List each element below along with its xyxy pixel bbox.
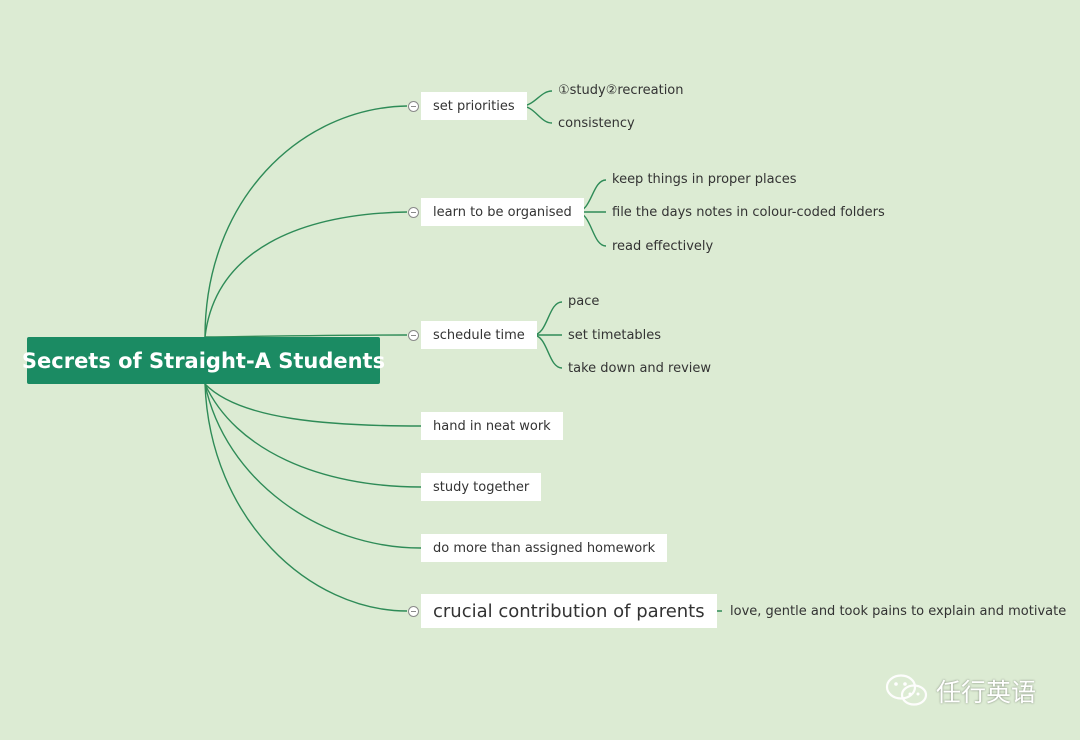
leaf-set-timetables[interactable]: set timetables <box>568 328 662 343</box>
link-root-organised <box>204 211 408 338</box>
branch-crucial-contribution-of-parents[interactable]: crucial contribution of parents <box>421 594 717 628</box>
link-root-set-priorities <box>204 105 408 338</box>
branch-schedule-time[interactable]: schedule time <box>421 321 537 349</box>
leaf-file-notes[interactable]: file the days notes in colour-coded fold… <box>612 205 885 220</box>
leaf-take-down-review[interactable]: take down and review <box>568 361 712 376</box>
leaf-read-effectively[interactable]: read effectively <box>612 239 714 254</box>
watermark-text: 任行英语 <box>936 678 1037 707</box>
leaf-keep-things[interactable]: keep things in proper places <box>612 172 797 187</box>
link-root-study-together <box>204 383 422 488</box>
link-root-neat-work <box>204 383 422 427</box>
branch-set-priorities[interactable]: set priorities <box>421 92 527 120</box>
link-root-homework <box>204 383 422 549</box>
link-root-schedule <box>204 334 408 338</box>
leaf-pace[interactable]: pace <box>568 294 600 309</box>
wechat-icon <box>885 674 928 706</box>
leaf-consistency[interactable]: consistency <box>558 116 635 131</box>
link-root-parents <box>204 383 408 612</box>
collapse-toggle-icon[interactable] <box>408 330 419 341</box>
collapse-toggle-icon[interactable] <box>408 101 419 112</box>
leaf-parents-love[interactable]: love, gentle and took pains to explain a… <box>730 604 1067 619</box>
branch-do-more-homework[interactable]: do more than assigned homework <box>421 534 668 562</box>
watermark: 任行英语 <box>884 672 1036 710</box>
link-schedule-1 <box>532 301 563 336</box>
collapse-toggle-icon[interactable] <box>408 606 419 617</box>
root-node[interactable]: Secrets of Straight-A Students <box>22 337 385 384</box>
branch-learn-to-be-organised[interactable]: learn to be organised <box>421 198 584 226</box>
leaf-study-recreation[interactable]: ①study②recreation <box>558 83 684 98</box>
link-schedule-3 <box>532 334 563 369</box>
branch-hand-in-neat-work[interactable]: hand in neat work <box>421 412 563 440</box>
branch-study-together[interactable]: study together <box>421 473 542 501</box>
collapse-toggle-icon[interactable] <box>408 207 419 218</box>
